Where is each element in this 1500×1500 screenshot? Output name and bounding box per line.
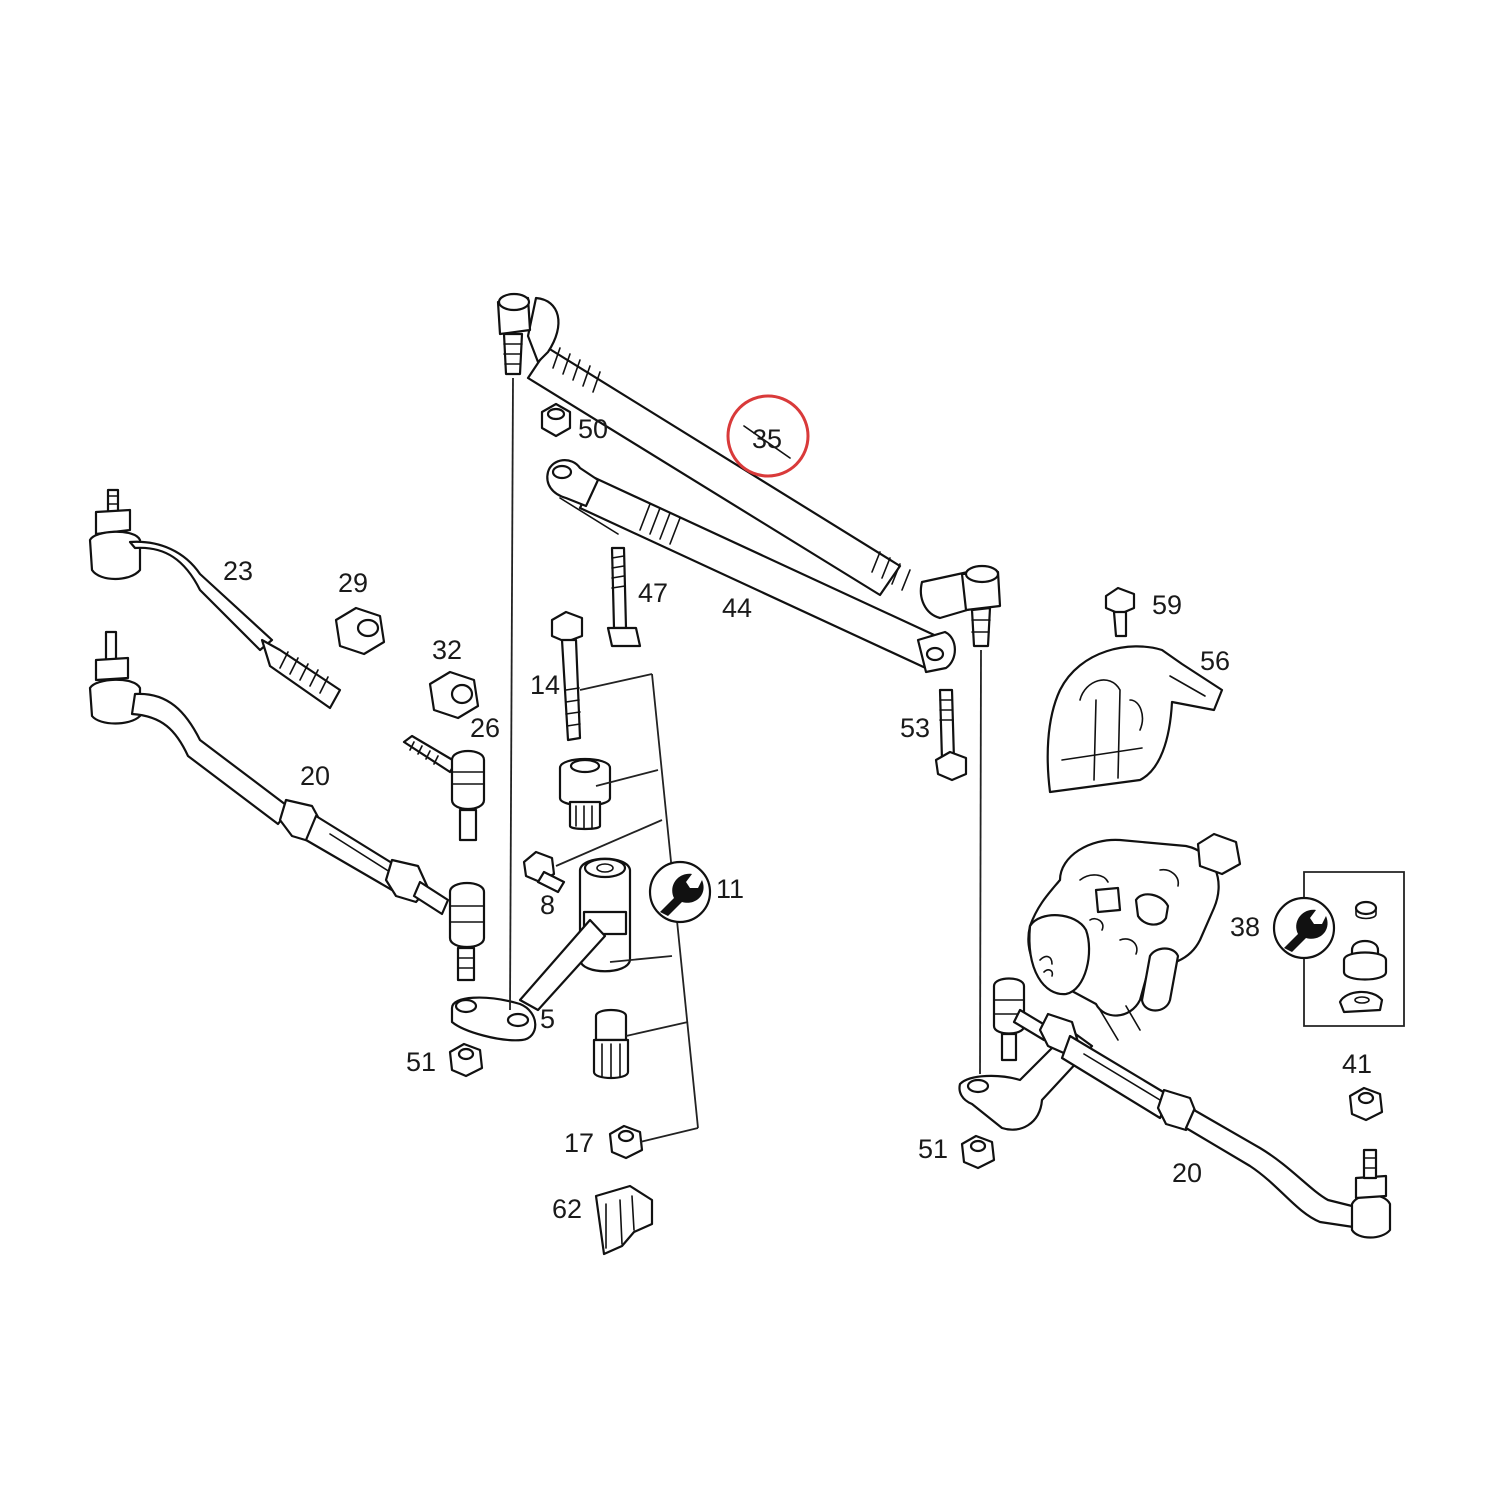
part-51-nut-left <box>448 1042 484 1078</box>
callout-51-right: 51 <box>918 1134 948 1164</box>
part-17-nut <box>608 1124 644 1160</box>
callout-29: 29 <box>338 568 368 598</box>
part-51-nut-right <box>960 1134 996 1170</box>
callout-51-left: 51 <box>406 1047 436 1077</box>
callout-32: 32 <box>432 635 462 665</box>
part-20-right-tie-rod <box>992 977 1392 1239</box>
callout-56: 56 <box>1200 646 1230 676</box>
callout-23: 23 <box>223 556 253 586</box>
part-38-repair-kit <box>1303 871 1405 1027</box>
callout-17: 17 <box>564 1128 594 1158</box>
callout-62: 62 <box>552 1194 582 1224</box>
part-23-tie-rod-end <box>88 488 342 710</box>
callout-20-left: 20 <box>300 761 330 791</box>
callout-35-leader <box>743 425 791 459</box>
part-32-nut <box>428 670 480 720</box>
wrench-icon <box>1272 896 1336 960</box>
leader-lines <box>509 377 982 1143</box>
callout-11: 11 <box>716 874 744 904</box>
callout-44: 44 <box>722 593 752 623</box>
part-bushing-upper <box>558 758 612 831</box>
callout-50: 50 <box>578 414 608 444</box>
part-pitman-arm <box>958 1028 1094 1131</box>
part-56-cover <box>1046 645 1224 794</box>
callout-35-highlight <box>726 394 810 478</box>
part-35-center-tie-rod <box>496 292 1002 648</box>
part-26-ball-joint <box>402 734 486 842</box>
part-5-idler-arm <box>450 857 632 1042</box>
callout-53: 53 <box>900 713 930 743</box>
part-44-steering-damper <box>546 459 956 674</box>
part-8-screw <box>522 850 566 894</box>
callout-14: 14 <box>530 670 560 700</box>
callout-47: 47 <box>638 578 668 608</box>
callout-59: 59 <box>1152 590 1182 620</box>
callout-41: 41 <box>1342 1049 1372 1079</box>
callout-labels: 35 50 23 29 47 44 59 56 32 14 26 53 20 8… <box>223 414 1372 1224</box>
part-20-left-tie-rod <box>88 630 486 982</box>
callout-20-right: 20 <box>1172 1158 1202 1188</box>
steering-gear-box <box>1027 832 1242 1041</box>
callout-8: 8 <box>540 890 555 920</box>
callout-38: 38 <box>1230 912 1260 942</box>
callout-26: 26 <box>470 713 500 743</box>
callout-35: 35 <box>752 424 782 454</box>
part-47-bolt <box>606 546 642 648</box>
part-14-bolt <box>550 610 584 742</box>
part-29-nut <box>334 606 386 656</box>
part-41-nut <box>1348 1086 1384 1122</box>
part-bushing-lower <box>592 1008 630 1080</box>
wrench-icon <box>648 860 712 924</box>
part-50-nut <box>540 402 572 438</box>
callout-5: 5 <box>540 1004 555 1034</box>
part-59-bolt <box>1104 586 1136 638</box>
part-53-bolt <box>934 688 968 782</box>
part-62-bracket <box>594 1184 654 1256</box>
